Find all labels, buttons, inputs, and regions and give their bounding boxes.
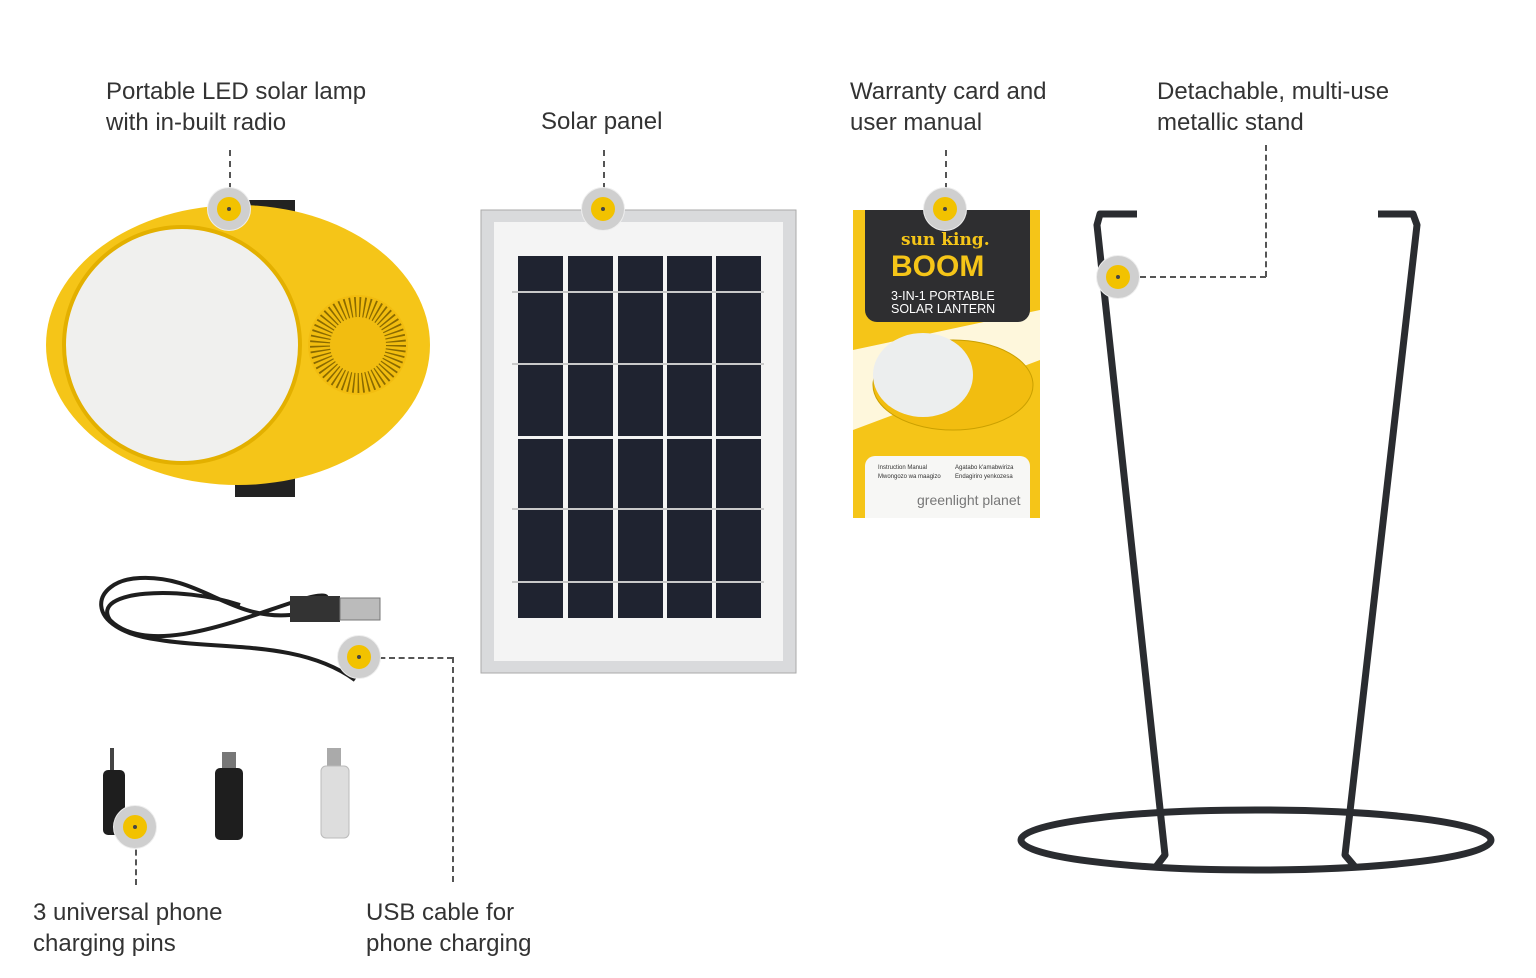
label-lamp: Portable LED solar lamp with in-built ra… <box>106 78 367 136</box>
label-manual: Warranty card and user manual <box>850 78 1047 136</box>
leader-line-panel <box>603 150 605 200</box>
label-pins: 3 universal phone charging pins <box>33 899 223 957</box>
leader-line-stand-h <box>1120 276 1266 278</box>
label-panel: Solar panel <box>541 108 663 135</box>
metallic-stand <box>1017 210 1495 874</box>
brand-logo: sun king. <box>901 230 990 250</box>
marker-lamp <box>208 188 250 230</box>
marker-manual <box>924 188 966 230</box>
solar-cell <box>568 256 613 436</box>
product-subtitle: 3-IN-1 PORTABLE SOLAR LANTERN <box>891 289 996 316</box>
solar-cell <box>667 256 712 436</box>
solar-cell <box>667 439 712 618</box>
usb-cable <box>99 575 381 682</box>
manual-lang-right: Agatabo k'amabwiriza Endagiriro yenkozes… <box>955 465 1014 480</box>
leader-line-usb <box>452 657 454 882</box>
leader-line-manual <box>945 150 947 200</box>
solar-lamp <box>46 200 430 497</box>
label-stand: Detachable, multi-use metallic stand <box>1157 78 1390 136</box>
solar-cell <box>568 439 613 618</box>
label-usb: USB cable for phone charging <box>366 899 532 957</box>
speaker-grille-icon <box>310 297 406 393</box>
solar-panel-image <box>480 209 797 674</box>
manual-lang-left: Instruction Manual Mwongozo wa maagizo <box>878 465 941 480</box>
maker-logo: greenlight planet <box>917 492 1021 508</box>
solar-cell <box>618 256 663 436</box>
leader-line-stand <box>1265 145 1267 277</box>
leader-line-lamp <box>229 150 231 200</box>
marker-panel <box>582 188 624 230</box>
solar-cell <box>716 256 761 436</box>
solar-cell <box>518 439 563 618</box>
product-name: BOOM <box>891 250 985 283</box>
leader-line-pins <box>135 830 137 885</box>
leader-line-usb-h <box>360 657 453 659</box>
marker-pins <box>114 806 156 848</box>
solar-cell <box>716 439 761 618</box>
solar-cell <box>618 439 663 618</box>
marker-usb <box>338 636 380 678</box>
user-manual-cover: sun king. BOOM 3-IN-1 PORTABLE SOLAR LAN… <box>853 210 1040 518</box>
solar-cell <box>518 256 563 436</box>
marker-stand <box>1097 256 1139 298</box>
